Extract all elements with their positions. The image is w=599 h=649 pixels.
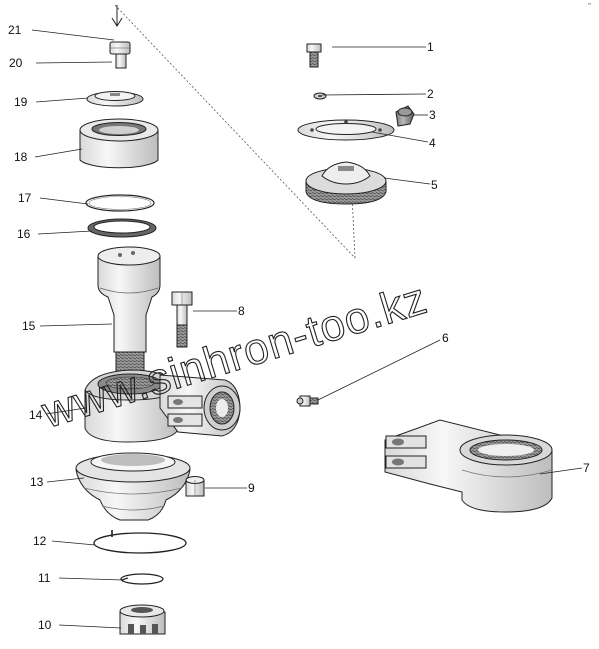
callout-4: 4 — [429, 136, 436, 150]
corner-mark: ᵔ — [588, 1, 591, 10]
part-21-arrow — [111, 5, 123, 27]
callout-19: 19 — [14, 95, 28, 109]
part-10-castle-nut — [119, 604, 166, 635]
leader-lines — [31, 29, 583, 629]
part-14-housing — [84, 369, 241, 443]
callout-2: 2 — [427, 87, 434, 101]
part-12-snap-ring — [93, 530, 187, 554]
callout-9: 9 — [248, 481, 255, 495]
callout-7: 7 — [583, 461, 590, 475]
callout-1: 1 — [427, 40, 434, 54]
callout-3: 3 — [429, 108, 436, 122]
part-11-ring — [120, 573, 164, 585]
part-20-screw — [109, 41, 131, 69]
part-9-nut — [185, 476, 205, 497]
explode-guide-lines — [114, 4, 356, 259]
callout-6: 6 — [442, 331, 449, 345]
part-17-ring — [85, 194, 155, 212]
callout-10: 10 — [38, 618, 52, 632]
callout-17: 17 — [18, 191, 32, 205]
part-18-bushing — [79, 118, 159, 169]
callout-11: 11 — [38, 571, 51, 585]
callout-15: 15 — [22, 319, 36, 333]
part-3-plug — [395, 105, 415, 127]
part-7-lower-housing — [384, 419, 553, 513]
callout-5: 5 — [431, 178, 438, 192]
callout-20: 20 — [9, 56, 23, 70]
callout-21: 21 — [8, 23, 22, 37]
callout-12: 12 — [33, 534, 47, 548]
part-19-cap — [86, 91, 144, 107]
callout-labels: 1 2 3 4 5 6 7 8 9 10 11 12 13 14 15 16 1… — [8, 23, 590, 632]
part-1-screw — [306, 43, 322, 68]
callout-8: 8 — [238, 304, 245, 318]
part-16-seal-ring — [87, 218, 157, 238]
part-6-grease-fitting — [296, 395, 319, 407]
callout-14: 14 — [29, 408, 43, 422]
callout-13: 13 — [30, 475, 44, 489]
part-4-plate — [297, 119, 395, 141]
callout-18: 18 — [14, 150, 28, 164]
part-13-boot — [75, 452, 191, 521]
part-5-threaded-cap — [305, 161, 387, 205]
part-2-washer — [313, 92, 327, 100]
part-15-ball-pin — [97, 246, 161, 375]
callout-16: 16 — [17, 227, 31, 241]
part-8-bolt — [171, 291, 193, 348]
